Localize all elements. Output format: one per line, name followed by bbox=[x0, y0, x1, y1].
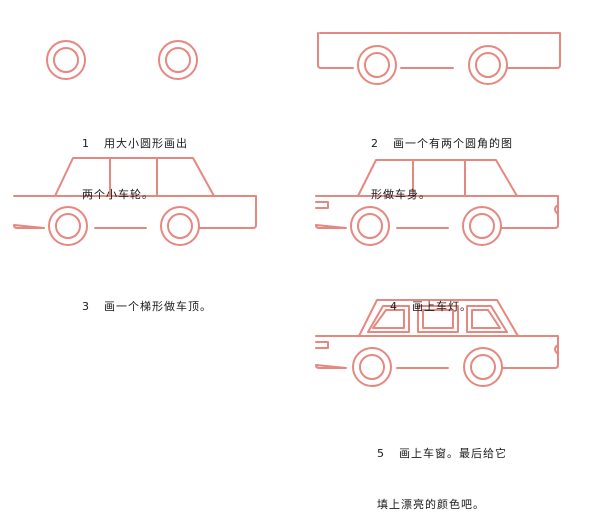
tail-light bbox=[554, 344, 559, 355]
wheel bbox=[462, 206, 502, 246]
wheel-inner bbox=[357, 213, 383, 239]
step1-wheels bbox=[46, 40, 198, 80]
car-window bbox=[372, 309, 405, 329]
wheel bbox=[46, 40, 86, 80]
step-number: 2 bbox=[371, 137, 379, 150]
step-number: 1 bbox=[82, 137, 90, 150]
step-number: 4 bbox=[390, 300, 398, 313]
step3-caption: 3 画一个梯形做车顶。 bbox=[82, 264, 212, 332]
wheel bbox=[352, 347, 392, 387]
car-roof bbox=[358, 299, 519, 337]
caption-line: 画上车窗。最后给它 bbox=[399, 447, 507, 460]
car-window bbox=[417, 305, 459, 333]
tail-light bbox=[554, 204, 559, 215]
step4-caption: 4 画上车灯。 bbox=[390, 264, 472, 332]
car-window bbox=[422, 309, 454, 329]
caption-line: 形做车身。 bbox=[371, 188, 431, 201]
wheel bbox=[48, 206, 88, 246]
wheel bbox=[158, 40, 198, 80]
caption-line: 用大小圆形画出 bbox=[104, 137, 188, 150]
car-body bbox=[317, 32, 561, 69]
head-light bbox=[315, 201, 329, 209]
car-body bbox=[315, 195, 559, 229]
wheel bbox=[350, 206, 390, 246]
caption-line: 两个小车轮。 bbox=[82, 188, 154, 201]
step-number: 3 bbox=[82, 300, 90, 313]
caption-line: 画上车灯。 bbox=[412, 300, 472, 313]
wheel-inner bbox=[469, 213, 495, 239]
car-window bbox=[471, 309, 501, 329]
step1-caption: 1 用大小圆形画出 两个小车轮。 bbox=[82, 101, 188, 220]
step2-car-body bbox=[317, 32, 561, 85]
caption-line: 画一个梯形做车顶。 bbox=[104, 300, 212, 313]
wheel-inner bbox=[165, 47, 191, 73]
car-roof bbox=[357, 159, 518, 197]
car-drawing-tutorial bbox=[13, 32, 561, 387]
wheel-inner bbox=[364, 52, 390, 78]
wheel-inner bbox=[359, 354, 385, 380]
step-number: 5 bbox=[377, 447, 385, 460]
step5-caption: 5 画上车窗。最后给它 填上漂亮的颜色吧。 bbox=[377, 411, 507, 530]
wheel bbox=[468, 45, 508, 85]
car-body bbox=[315, 335, 559, 369]
wheel bbox=[160, 206, 200, 246]
caption-line: 填上漂亮的颜色吧。 bbox=[377, 498, 485, 511]
car-roof bbox=[54, 157, 215, 197]
car-window bbox=[367, 305, 410, 333]
step3-car-with-roof bbox=[13, 157, 257, 246]
step5-finished-car bbox=[315, 299, 559, 387]
step4-car-with-lights bbox=[315, 159, 559, 246]
step2-caption: 2 画一个有两个圆角的图 形做车身。 bbox=[371, 101, 513, 220]
wheel-inner bbox=[475, 52, 501, 78]
wheel-inner bbox=[470, 354, 496, 380]
wheel-inner bbox=[167, 213, 193, 239]
wheel-inner bbox=[55, 213, 81, 239]
wheel bbox=[463, 347, 503, 387]
head-light bbox=[315, 341, 329, 349]
caption-line: 画一个有两个圆角的图 bbox=[393, 137, 513, 150]
wheel-inner bbox=[53, 47, 79, 73]
car-body bbox=[13, 195, 257, 229]
wheel bbox=[357, 45, 397, 85]
car-window bbox=[466, 305, 508, 333]
